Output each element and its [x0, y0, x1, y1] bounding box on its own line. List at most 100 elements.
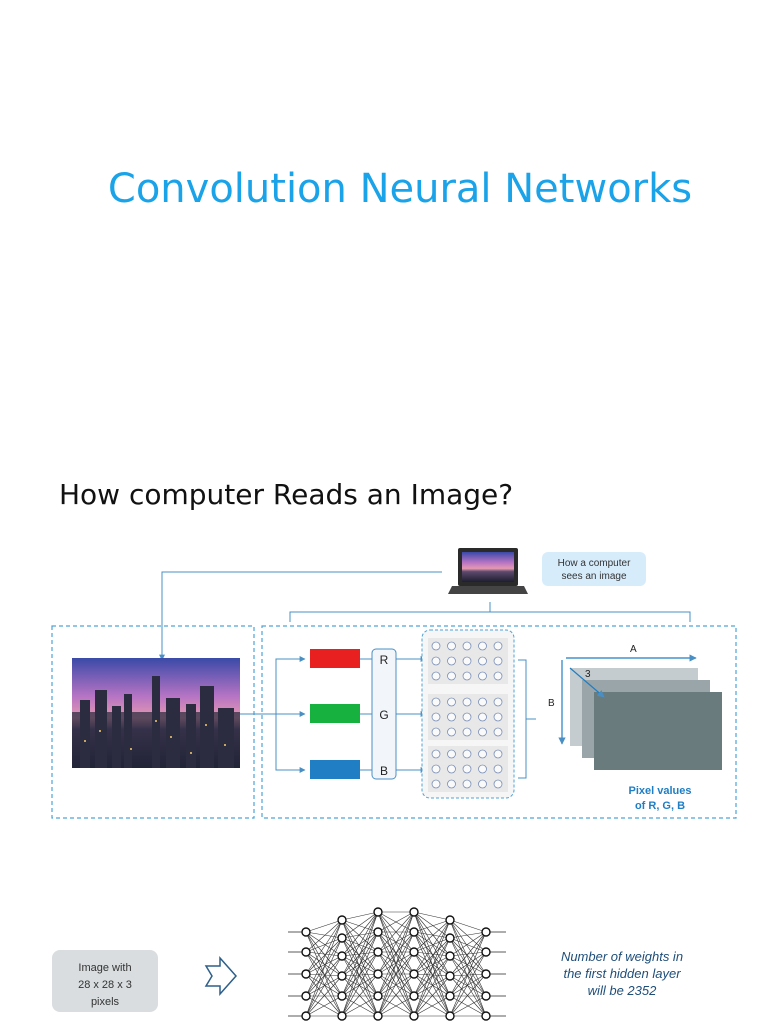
- nn-node: [409, 991, 419, 1001]
- pixel-cell: [462, 697, 472, 707]
- nn-edge: [377, 911, 415, 1017]
- nn-edge: [413, 931, 451, 957]
- pixel-cell: [493, 764, 503, 774]
- nn-edge: [305, 955, 343, 1017]
- pixel-cell: [431, 749, 441, 759]
- nn-edge: [305, 995, 343, 1017]
- pixel-cell: [431, 671, 441, 681]
- pixel-cell: [447, 641, 456, 651]
- nn-edge: [413, 911, 451, 957]
- connector-laptop-to-photo: [159, 571, 442, 661]
- nn-edge: [449, 951, 487, 1017]
- nn-edge: [305, 937, 343, 975]
- pixel-cell: [478, 779, 487, 789]
- nn-edge: [449, 937, 487, 997]
- nn-node: [301, 947, 311, 957]
- nn-edge: [377, 995, 415, 1017]
- nn-edge: [413, 973, 451, 1017]
- nn-edge: [377, 951, 415, 975]
- pixel-cell: [478, 727, 487, 737]
- pixel-cell: [478, 671, 487, 681]
- nn-edge: [413, 937, 451, 953]
- laptop-icon: [448, 548, 528, 594]
- pixel-cell: [493, 697, 503, 707]
- city-photo: [72, 658, 240, 768]
- nn-edge: [449, 973, 487, 1017]
- nn-edge: [449, 919, 487, 997]
- grid-bracket: [518, 659, 536, 779]
- nn-edge: [377, 911, 415, 997]
- pixel-cell: [431, 641, 441, 651]
- axis-a-label: A: [630, 644, 637, 655]
- nn-edge: [413, 919, 451, 933]
- nn-edge: [449, 931, 487, 1017]
- nn-edge: [413, 951, 451, 977]
- nn-edge: [305, 973, 343, 977]
- slide-title: Convolution Neural Networks: [107, 166, 693, 212]
- nn-node: [301, 969, 311, 979]
- pixel-cell: [493, 727, 503, 737]
- nn-edge: [413, 919, 451, 1017]
- nn-node: [409, 969, 419, 979]
- nn-edge: [341, 911, 379, 939]
- pixel-cell: [431, 697, 441, 707]
- input-box-line-1: Image with: [78, 962, 131, 974]
- nn-edge: [305, 919, 343, 933]
- weights-note: Number of weights in the first hidden la…: [561, 949, 683, 998]
- nn-edge: [449, 973, 487, 997]
- pixel-cell: [493, 779, 503, 789]
- neural-network: [288, 907, 506, 1021]
- pixel-cell: [431, 764, 441, 774]
- nn-edge: [341, 955, 379, 997]
- nn-edge: [413, 973, 451, 997]
- callout-line-2: sees an image: [561, 571, 626, 582]
- nn-edge: [413, 995, 451, 1017]
- pixel-cell: [493, 671, 503, 681]
- channel-r-label: R: [380, 653, 389, 667]
- nn-edge: [341, 937, 379, 997]
- pixel-cell: [493, 712, 503, 722]
- pixel-cell: [431, 656, 441, 666]
- nn-node: [337, 1011, 347, 1021]
- pixel-cell: [478, 749, 487, 759]
- nn-edge: [413, 951, 451, 957]
- pixel-cell: [478, 656, 487, 666]
- nn-edge: [449, 931, 487, 939]
- pixel-caption-line-2: of R, G, B: [635, 800, 685, 812]
- nn-node: [445, 951, 455, 961]
- nn-edge: [377, 911, 415, 975]
- nn-edge: [341, 931, 379, 939]
- pixel-cell: [462, 764, 472, 774]
- nn-edge: [341, 911, 379, 957]
- nn-edge: [305, 973, 343, 997]
- pixel-cell: [478, 764, 487, 774]
- input-image-box: Image with 28 x 28 x 3 pixels: [52, 950, 158, 1012]
- nn-node: [337, 933, 347, 943]
- pixel-cell: [478, 712, 487, 722]
- nn-edge: [413, 931, 451, 939]
- nn-node: [409, 947, 419, 957]
- nn-node: [409, 907, 419, 917]
- nn-edge: [305, 937, 343, 953]
- nn-node: [301, 991, 311, 1001]
- pixel-cell: [493, 641, 503, 651]
- weights-line-1: Number of weights in: [561, 949, 683, 964]
- nn-node: [481, 1011, 491, 1021]
- channel-g-label: G: [379, 708, 388, 722]
- nn-edge: [341, 911, 379, 977]
- nn-edge: [341, 919, 379, 1017]
- nn-edge: [377, 931, 415, 1017]
- nn-edge: [449, 931, 487, 957]
- nn-edge: [449, 937, 487, 953]
- nn-edge: [449, 937, 487, 1017]
- nn-edge: [341, 955, 379, 975]
- pixel-cell: [462, 671, 472, 681]
- callout-box: How a computer sees an image: [542, 552, 646, 586]
- nn-node: [373, 991, 383, 1001]
- nn-edge: [341, 937, 379, 975]
- photo-frame: [51, 625, 255, 819]
- nn-node: [337, 915, 347, 925]
- nn-node: [445, 1011, 455, 1021]
- pixel-cell: [447, 779, 456, 789]
- red-channel-bar: [310, 649, 360, 668]
